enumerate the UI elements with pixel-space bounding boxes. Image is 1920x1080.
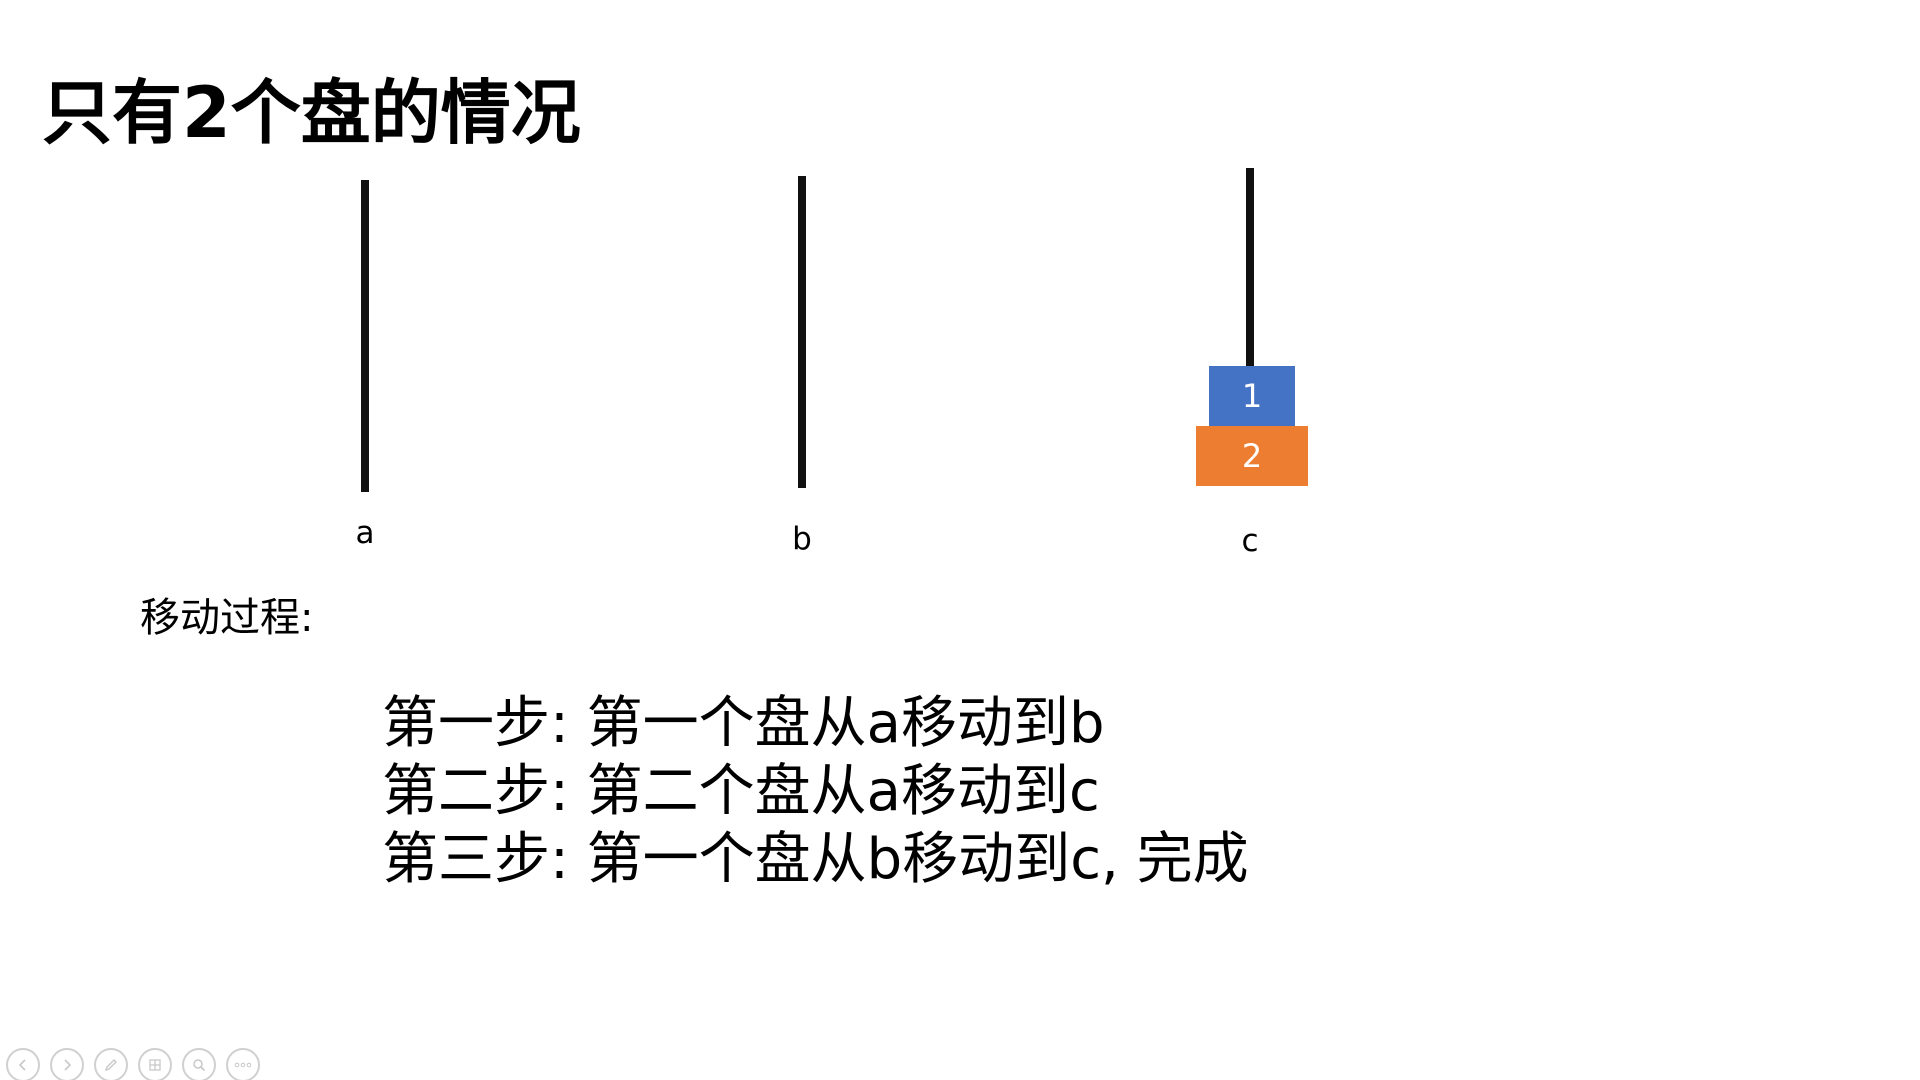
step-2: 第二步: 第二个盘从a移动到c [382, 759, 1100, 824]
peg-b [798, 176, 806, 488]
step-3: 第三步: 第一个盘从b移动到c, 完成 [382, 827, 1249, 892]
steps-list: 第一步: 第一个盘从a移动到b 第二步: 第二个盘从a移动到c 第三步: 第一个… [382, 690, 1249, 894]
disk-1: 1 [1209, 366, 1295, 426]
peg-b-label: b [792, 521, 812, 557]
slide-title: 只有2个盘的情况 [42, 72, 581, 154]
peg-c-label: c [1241, 523, 1259, 559]
pen-icon[interactable] [94, 1048, 128, 1080]
slides-icon[interactable] [138, 1048, 172, 1080]
peg-c [1246, 168, 1254, 368]
next-icon[interactable] [50, 1048, 84, 1080]
previous-icon[interactable] [6, 1048, 40, 1080]
peg-a-label: a [355, 515, 375, 551]
section-label: 移动过程: [140, 595, 314, 641]
disk-2-label: 2 [1241, 437, 1263, 475]
more-icon[interactable] [226, 1048, 260, 1080]
disk-1-label: 1 [1241, 377, 1263, 415]
step-1: 第一步: 第一个盘从a移动到b [382, 691, 1105, 756]
disk-2: 2 [1196, 426, 1308, 486]
slideshow-controls [6, 1048, 260, 1080]
zoom-icon[interactable] [182, 1048, 216, 1080]
peg-a [361, 180, 369, 492]
